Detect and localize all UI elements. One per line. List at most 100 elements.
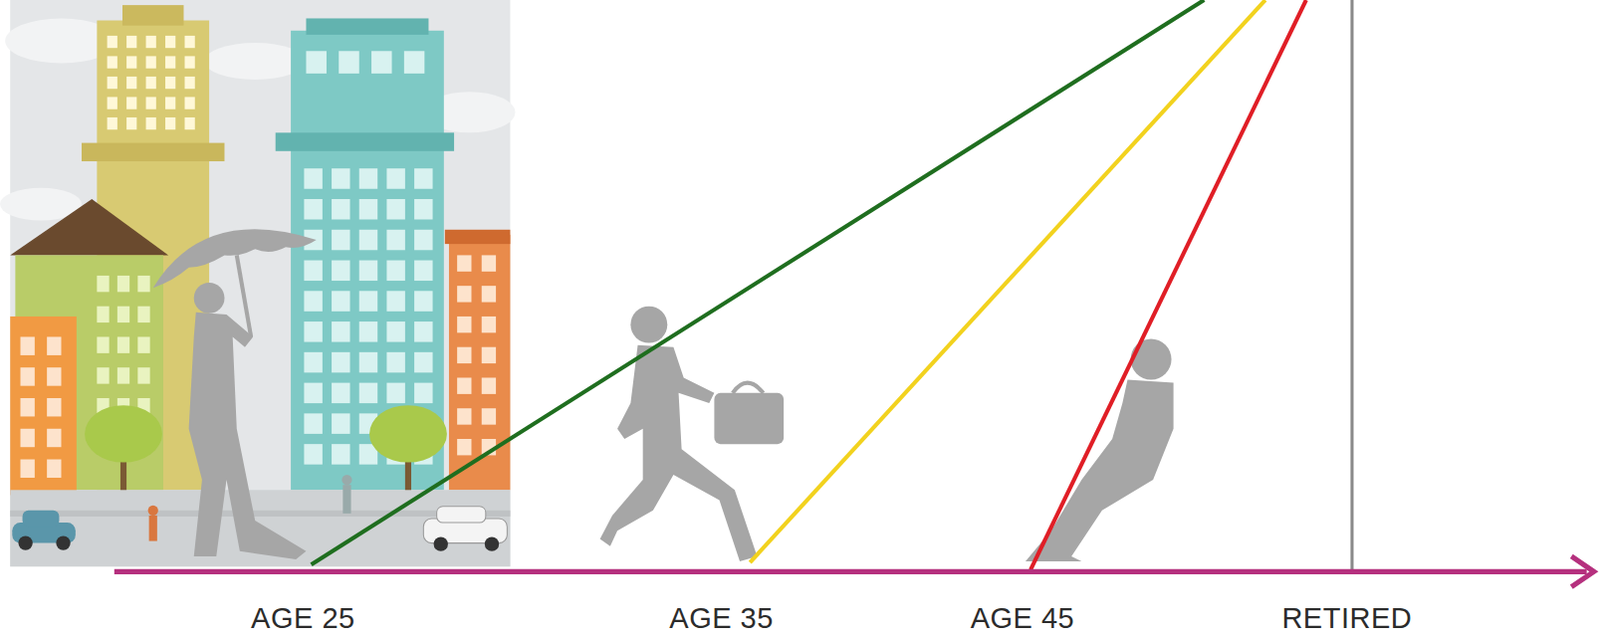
- window: [46, 336, 61, 355]
- window: [165, 117, 176, 130]
- window: [359, 290, 378, 312]
- window: [481, 285, 496, 302]
- window: [414, 199, 433, 221]
- window: [457, 285, 471, 302]
- window: [46, 398, 61, 417]
- window: [303, 383, 322, 405]
- window: [386, 321, 405, 343]
- window: [96, 306, 109, 323]
- green-growth-line: [311, 0, 1205, 565]
- window: [107, 76, 118, 89]
- window: [386, 260, 405, 282]
- window: [414, 383, 433, 405]
- window: [126, 35, 137, 48]
- orange-building: [449, 234, 510, 490]
- window: [46, 459, 61, 478]
- window: [185, 76, 196, 89]
- window: [457, 254, 471, 271]
- window: [457, 439, 471, 456]
- window: [457, 316, 471, 333]
- window: [96, 275, 109, 292]
- window: [386, 290, 405, 312]
- window: [126, 117, 137, 130]
- axis-label: AGE 35: [669, 602, 774, 636]
- window: [305, 50, 326, 74]
- window: [386, 199, 405, 221]
- window: [107, 117, 118, 130]
- window: [19, 398, 34, 417]
- trees: [84, 405, 448, 500]
- window: [457, 347, 471, 364]
- window: [386, 168, 405, 190]
- window: [359, 168, 378, 190]
- window: [107, 35, 118, 48]
- window: [331, 290, 350, 312]
- window: [126, 76, 137, 89]
- window: [414, 290, 433, 312]
- timeline-axis: [114, 569, 1588, 575]
- window: [303, 444, 322, 465]
- window: [137, 367, 150, 384]
- window: [359, 260, 378, 282]
- window: [481, 254, 496, 271]
- orange-house: [9, 316, 77, 495]
- window: [331, 352, 350, 374]
- window: [165, 76, 176, 89]
- window: [303, 413, 322, 435]
- window: [185, 55, 196, 68]
- window: [457, 377, 471, 394]
- window: [185, 35, 196, 48]
- window: [386, 383, 405, 405]
- window: [359, 229, 378, 251]
- window: [19, 336, 34, 355]
- window: [126, 96, 137, 109]
- window: [165, 96, 176, 109]
- window: [481, 316, 496, 333]
- window: [481, 408, 496, 425]
- window: [331, 199, 350, 221]
- window: [331, 413, 350, 435]
- window: [414, 260, 433, 282]
- red-growth-line: [1030, 0, 1307, 570]
- window: [46, 429, 61, 448]
- window: [19, 367, 34, 386]
- window: [146, 117, 157, 130]
- window: [146, 55, 157, 68]
- window: [338, 50, 359, 74]
- axis-label: AGE 45: [970, 602, 1076, 636]
- window: [137, 306, 150, 323]
- window: [117, 275, 130, 292]
- retirement-line: [1350, 0, 1354, 572]
- window: [414, 168, 433, 190]
- window: [359, 352, 378, 374]
- window: [386, 229, 405, 251]
- window: [371, 50, 392, 74]
- window: [165, 35, 176, 48]
- window: [414, 229, 433, 251]
- window: [331, 168, 350, 190]
- axis-label: AGE 25: [250, 602, 356, 636]
- window: [481, 347, 496, 364]
- window: [404, 50, 425, 74]
- window: [303, 352, 322, 374]
- window: [107, 55, 118, 68]
- window: [46, 367, 61, 386]
- window: [107, 96, 118, 109]
- window: [359, 321, 378, 343]
- window: [331, 383, 350, 405]
- window: [96, 336, 109, 353]
- window: [146, 76, 157, 89]
- axis-label: RETIRED: [1281, 602, 1412, 636]
- window: [481, 377, 496, 394]
- window: [117, 306, 130, 323]
- window: [303, 260, 322, 282]
- house-roof: [9, 199, 169, 255]
- window: [386, 352, 405, 374]
- window: [303, 168, 322, 190]
- window: [137, 275, 150, 292]
- window: [359, 199, 378, 221]
- window: [331, 260, 350, 282]
- window: [457, 408, 471, 425]
